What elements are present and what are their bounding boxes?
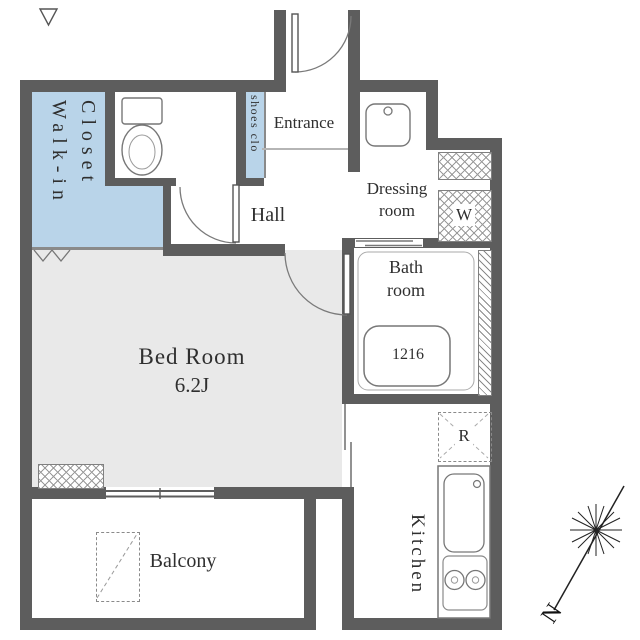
balcony-label: Balcony [149, 550, 217, 572]
refrigerator-space-label: R [438, 412, 490, 460]
wall-kitchen-left [342, 487, 354, 630]
hall-label: Hall [250, 204, 286, 226]
wall-toilet-right [236, 92, 246, 186]
balcony-window [104, 487, 216, 499]
wall-toilet-bottom [105, 178, 176, 186]
wall-balcony-bottom [20, 618, 316, 630]
wall-bedroom-bottom-left [20, 487, 105, 499]
wall-bath-bottom [342, 394, 502, 404]
toilet-door [179, 184, 240, 244]
walk-in-closet-label-line2: Closet [77, 100, 99, 188]
dressing-room-label: Dressing room [348, 178, 446, 222]
wall-hall-bedroom [163, 244, 285, 256]
wall-wic-hall [163, 186, 171, 244]
walk-in-closet-label: Walk-in Closet [44, 100, 102, 250]
dressing-room-label-line1: Dressing [366, 179, 428, 198]
entrance-door [291, 13, 352, 73]
compass-rose-icon: N [536, 485, 625, 628]
corner-triangle-mark [38, 8, 59, 27]
wall-top-right [360, 80, 438, 92]
shoes-closet-edge-line [264, 92, 266, 178]
bedroom-door [284, 252, 351, 316]
linen-shelf-hatch [438, 152, 492, 180]
bath-room-label: Bath room [364, 256, 448, 303]
wall-balcony-right [304, 495, 316, 630]
washer-space-label: W [438, 190, 490, 240]
wall-porch-left [274, 10, 286, 92]
washer-letter: W [452, 203, 476, 227]
bed-room [32, 250, 342, 487]
refrigerator-diagonals [439, 413, 489, 459]
bathtub-size-label: 1216 [392, 346, 424, 363]
entrance-label: Entrance [273, 113, 335, 132]
closet-door-chevrons [33, 249, 71, 263]
bed-room-label-line1: Bed Room [138, 344, 246, 369]
wall-top-left [20, 80, 274, 92]
bath-sliding-door [355, 239, 423, 247]
pipe-space-hatch [478, 250, 492, 396]
wall-step-horizontal [426, 138, 502, 150]
shoes-closet-label: shoes clo [248, 95, 262, 153]
wall-porch-right [348, 10, 360, 92]
bed-room-label-line2: 6.2J [174, 372, 210, 397]
entrance-step-line [262, 148, 348, 150]
bedroom-counter-hatch [38, 464, 104, 489]
wall-entrance-dressing [348, 92, 360, 172]
walk-in-closet-room [32, 92, 110, 247]
wall-step-vertical [426, 80, 438, 150]
wall-shoes-bottom [236, 178, 264, 186]
shoes-closet-room [246, 92, 264, 178]
wall-bedroom-bottom-right [215, 487, 354, 499]
kitchen-label: Kitchen [407, 514, 428, 596]
bath-room-label-line2: room [387, 280, 425, 301]
walk-in-closet-room-lower [110, 186, 163, 247]
sink-icon [365, 103, 411, 147]
compass-north-label: N [536, 599, 567, 628]
balcony-service-box [96, 532, 140, 602]
refrigerator-letter: R [455, 424, 473, 448]
bedroom-kitchen-sliding-door [344, 404, 352, 487]
bath-room-label-line1: Bath [389, 257, 423, 277]
wall-toilet-left [105, 92, 115, 186]
dressing-room-label-line2: room [379, 201, 415, 221]
wall-right-outer [490, 138, 502, 630]
kitchen-sink-icon [443, 473, 485, 553]
toilet-icon [121, 97, 163, 176]
refrigerator-space [438, 412, 492, 462]
balcony-box-diagonal [96, 533, 138, 599]
wall-bottom-right [342, 618, 502, 630]
bed-room-label: Bed Room 6.2J [92, 342, 292, 399]
walk-in-closet-label-line1: Walk-in [48, 100, 70, 206]
bathtub-icon [357, 251, 475, 391]
closet-door-line [32, 247, 163, 250]
stove-icon [442, 555, 488, 611]
